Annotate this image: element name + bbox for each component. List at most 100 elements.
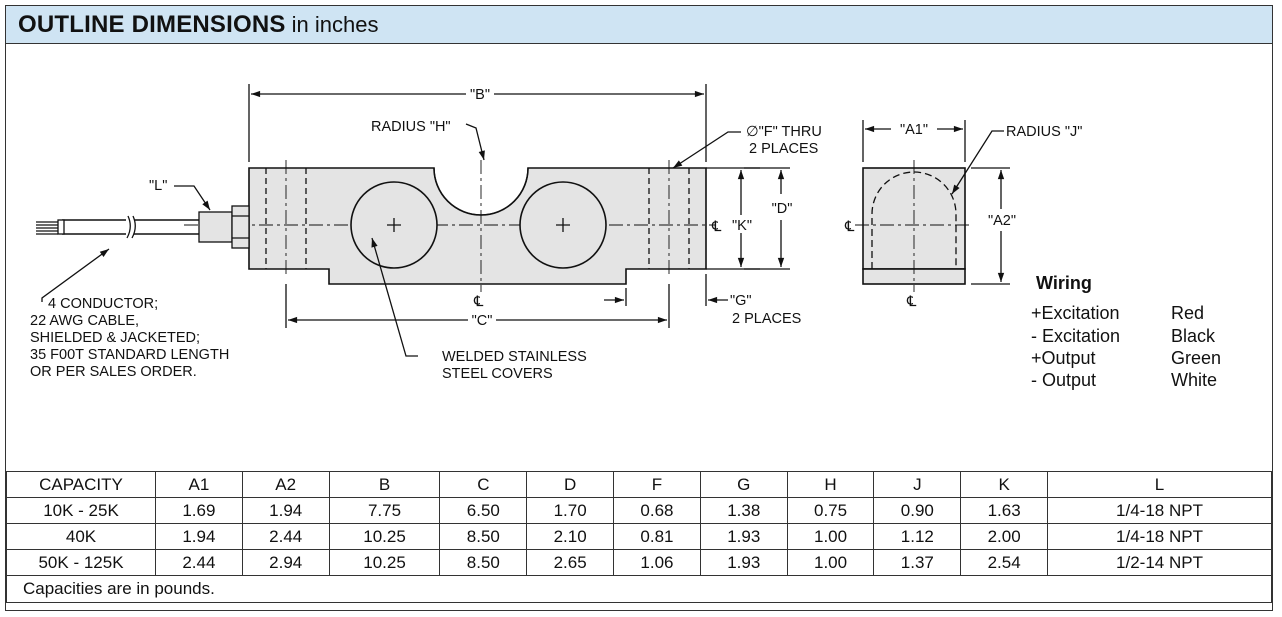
cover-note-line: STEEL COVERS xyxy=(442,366,553,382)
outline-dimensions-sheet: OUTLINE DIMENSIONS in inches xyxy=(5,5,1273,611)
centerlines-side xyxy=(184,160,716,292)
dim-b-label: "B" xyxy=(470,87,490,103)
table-cell: 10K - 25K xyxy=(6,497,156,524)
table-header-cell: C xyxy=(439,471,528,498)
table-cell: 2.44 xyxy=(155,549,243,576)
table-cell: 2.54 xyxy=(960,549,1049,576)
table-cell: 6.50 xyxy=(439,497,528,524)
table-header-cell: B xyxy=(328,471,441,498)
table-row: 50K - 125K 2.44 2.94 10.25 8.50 2.65 1.0… xyxy=(6,549,1272,576)
f-thru-places-label: 2 PLACES xyxy=(749,141,818,157)
cable-note-line: OR PER SALES ORDER. xyxy=(30,364,197,380)
table-header-cell: L xyxy=(1047,471,1272,498)
wiring-signal: +Output xyxy=(1031,348,1096,368)
table-cell: 1.38 xyxy=(699,497,788,524)
load-cell-body xyxy=(248,167,707,285)
table-header-cell: G xyxy=(699,471,788,498)
table-cell: 1.93 xyxy=(699,549,788,576)
centerline-mark: ℄ xyxy=(711,219,722,235)
table-header-cell: F xyxy=(613,471,701,498)
wiring-color: White xyxy=(1171,370,1217,390)
table-row: 40K 1.94 2.44 10.25 8.50 2.10 0.81 1.93 … xyxy=(6,523,1272,550)
dim-a2-label: "A2" xyxy=(988,213,1016,229)
wiring-color: Red xyxy=(1171,303,1204,323)
table-cell: 1.12 xyxy=(873,523,962,550)
table-header-cell: CAPACITY xyxy=(6,471,156,498)
dimension-table: CAPACITY A1 A2 B C D F G H J K L 10K - 2… xyxy=(6,471,1272,603)
cable-gland xyxy=(198,211,233,243)
table-header-cell: A1 xyxy=(155,471,243,498)
wiring-color: Black xyxy=(1171,326,1216,346)
table-cell: 1/2-14 NPT xyxy=(1047,549,1272,576)
dim-g-label: "G" xyxy=(730,293,752,309)
cable-end xyxy=(57,219,65,235)
table-header-cell: J xyxy=(873,471,962,498)
table-cell: 2.65 xyxy=(526,549,615,576)
wiring-signal: - Output xyxy=(1031,370,1096,390)
table-cell: 50K - 125K xyxy=(6,549,156,576)
table-cell: 10.25 xyxy=(328,523,441,550)
table-cell: 0.81 xyxy=(613,523,701,550)
cover-note-line: WELDED STAINLESS xyxy=(442,349,587,365)
wiring-signal: +Excitation xyxy=(1031,303,1120,323)
radius-j-label: RADIUS "J" xyxy=(1006,124,1082,140)
thru-hole-lines xyxy=(265,168,690,269)
dim-g-places-label: 2 PLACES xyxy=(732,311,801,327)
table-cell: 0.90 xyxy=(873,497,962,524)
cable-note-line: 4 CONDUCTOR; xyxy=(48,296,158,312)
table-cell: 2.10 xyxy=(526,523,615,550)
table-cell: 0.68 xyxy=(613,497,701,524)
centerline-mark: ℄ xyxy=(844,219,855,235)
table-cell: 1.94 xyxy=(241,497,330,524)
cable xyxy=(62,219,199,235)
table-cell: 1/4-18 NPT xyxy=(1047,523,1272,550)
section-title: OUTLINE DIMENSIONS xyxy=(18,10,286,38)
dim-d-label: "D" xyxy=(772,201,793,217)
table-header-row: CAPACITY A1 A2 B C D F G H J K L xyxy=(6,471,1272,498)
table-header-cell: D xyxy=(526,471,615,498)
table-cell: 1.93 xyxy=(699,523,788,550)
wiring-signal: - Excitation xyxy=(1031,326,1120,346)
table-note-row: Capacities are in pounds. xyxy=(6,575,1272,603)
gland-nut xyxy=(231,205,250,249)
table-cell: 2.44 xyxy=(241,523,330,550)
table-cell: 40K xyxy=(6,523,156,550)
table-row: 10K - 25K 1.69 1.94 7.75 6.50 1.70 0.68 … xyxy=(6,497,1272,524)
table-header-cell: K xyxy=(960,471,1049,498)
table-cell: 1.06 xyxy=(613,549,701,576)
dim-c-label: "C" xyxy=(472,313,493,329)
cable-note-line: 35 F00T STANDARD LENGTH xyxy=(30,347,229,363)
section-title-units: in inches xyxy=(291,11,379,37)
table-cell: 0.75 xyxy=(786,497,875,524)
table-cell: 8.50 xyxy=(439,523,528,550)
centerline-mark: ℄ xyxy=(906,294,917,310)
wire-strands xyxy=(36,221,58,235)
f-thru-label: ∅"F" THRU xyxy=(746,124,822,140)
table-cell: 7.75 xyxy=(328,497,441,524)
table-note: Capacities are in pounds. xyxy=(6,575,1272,603)
table-header-cell: H xyxy=(786,471,875,498)
cable-note-line: SHIELDED & JACKETED; xyxy=(30,330,200,346)
wiring-color: Green xyxy=(1171,348,1221,368)
table-cell: 1.00 xyxy=(786,523,875,550)
dim-a1-label: "A1" xyxy=(900,122,928,138)
dim-k-label: "K" xyxy=(732,218,752,234)
table-cell: 10.25 xyxy=(328,549,441,576)
wiring-title: Wiring xyxy=(1036,273,1092,293)
dimension-drawing: "B" RADIUS "H" ∅"F" THRU 2 PLACES "L" "K… xyxy=(30,84,1221,390)
cable-note-line: 22 AWG CABLE, xyxy=(30,313,139,329)
table-cell: 2.00 xyxy=(960,523,1049,550)
table-cell: 1.69 xyxy=(155,497,243,524)
table-header-cell: A2 xyxy=(241,471,330,498)
table-cell: 8.50 xyxy=(439,549,528,576)
dim-l-label: "L" xyxy=(149,178,167,194)
table-cell: 1/4-18 NPT xyxy=(1047,497,1272,524)
table-cell: 1.37 xyxy=(873,549,962,576)
table-cell: 1.63 xyxy=(960,497,1049,524)
radius-h-label: RADIUS "H" xyxy=(371,119,451,135)
table-cell: 1.94 xyxy=(155,523,243,550)
table-cell: 2.94 xyxy=(241,549,330,576)
table-cell: 1.00 xyxy=(786,549,875,576)
centerline-mark: ℄ xyxy=(473,294,484,310)
table-cell: 1.70 xyxy=(526,497,615,524)
